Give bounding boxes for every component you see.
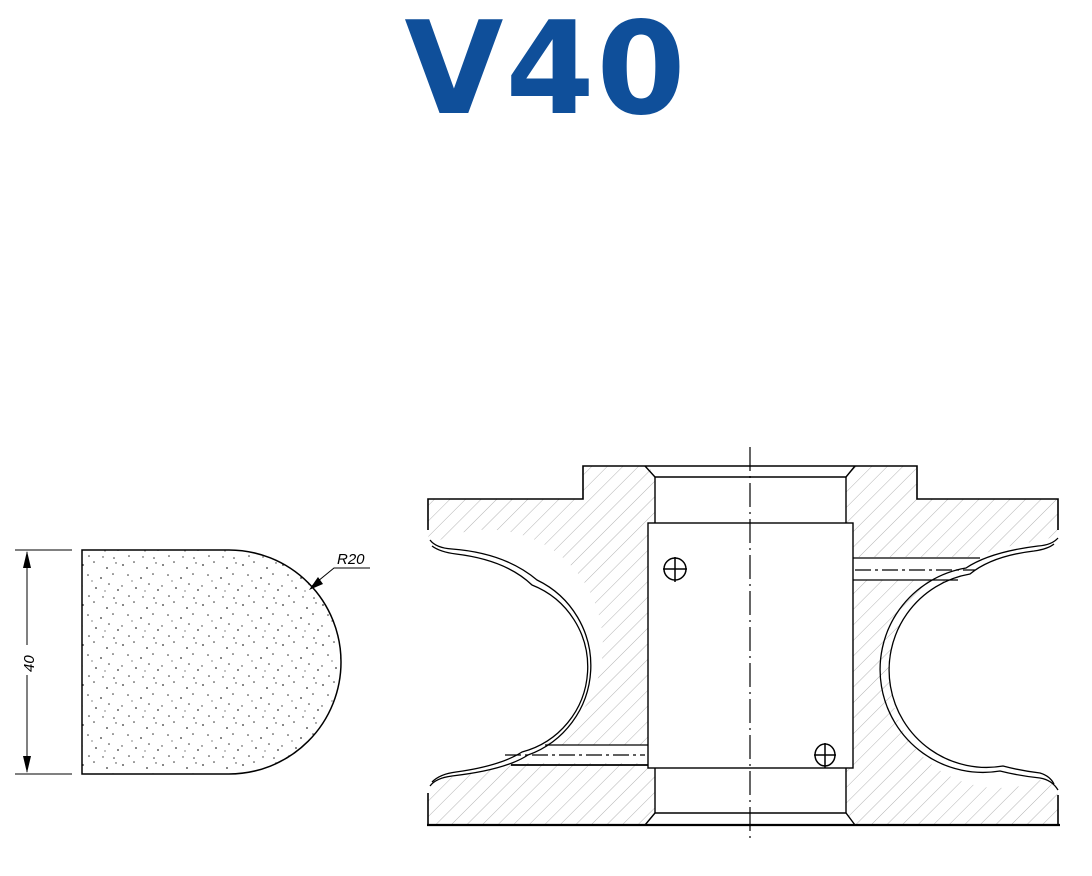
section-view <box>427 447 1060 843</box>
arrow-radius-icon <box>309 577 323 590</box>
profile-shape <box>81 549 342 775</box>
screw-marker-icon <box>814 743 836 768</box>
arrow-down-icon <box>23 756 31 773</box>
right-groove-outer <box>879 537 1059 791</box>
profile-view: 40 R20 <box>15 549 370 775</box>
radius-dimension-text: R20 <box>337 551 365 568</box>
right-groove-inner <box>888 543 1055 785</box>
right-body-section <box>846 466 1058 557</box>
left-body-section <box>428 466 655 825</box>
left-groove-outer <box>429 539 592 787</box>
screw-marker-icon <box>663 557 687 582</box>
left-groove-inner <box>431 545 589 783</box>
arrow-up-icon <box>23 551 31 568</box>
product-title: V40 <box>404 0 688 144</box>
height-dimension-text: 40 <box>21 655 38 672</box>
